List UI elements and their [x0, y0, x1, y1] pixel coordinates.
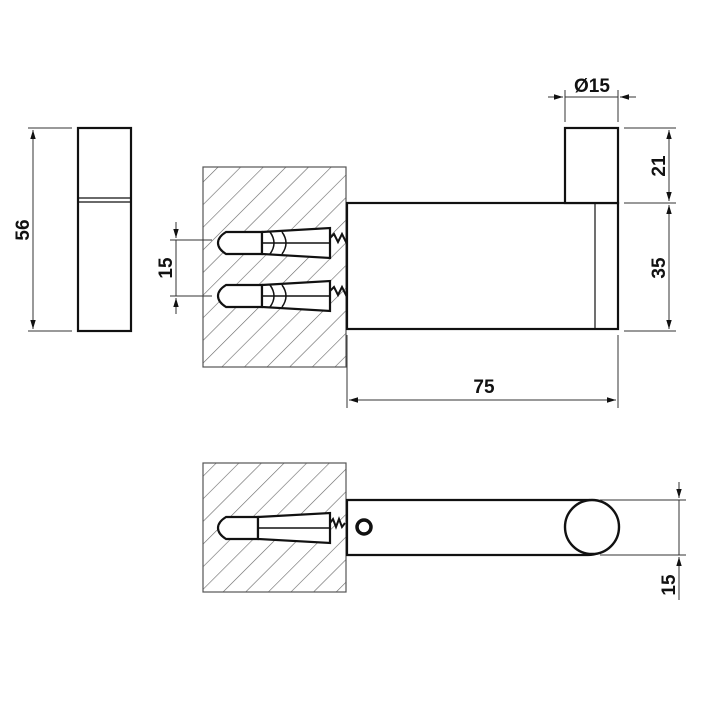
- hook-knob: [563, 126, 620, 205]
- wall-anchor-top: [216, 511, 346, 545]
- screw-head: [355, 518, 373, 536]
- dimension-label-projection: 75: [473, 377, 495, 398]
- dimension-label-56: 56: [13, 219, 34, 240]
- hook-knob-top: [563, 498, 621, 556]
- dimension-label-diameter: Ø15: [574, 76, 610, 97]
- wall-anchor-upper: [216, 226, 351, 260]
- dimension-label-arm-height: 35: [649, 257, 670, 279]
- side-view: 56: [13, 126, 133, 333]
- dimension-label-knob-height: 21: [649, 155, 670, 177]
- dimension-label-top-width: 15: [659, 574, 680, 596]
- wall-section: [202, 166, 347, 368]
- top-view: 15: [202, 462, 686, 600]
- front-view: 15 Ø15 21 35 75: [156, 76, 676, 408]
- hook-arm: [345, 201, 620, 331]
- wall-anchor-lower: [216, 279, 351, 313]
- dimension-label-anchor-spacing: 15: [156, 257, 177, 279]
- side-view-body: [76, 126, 133, 333]
